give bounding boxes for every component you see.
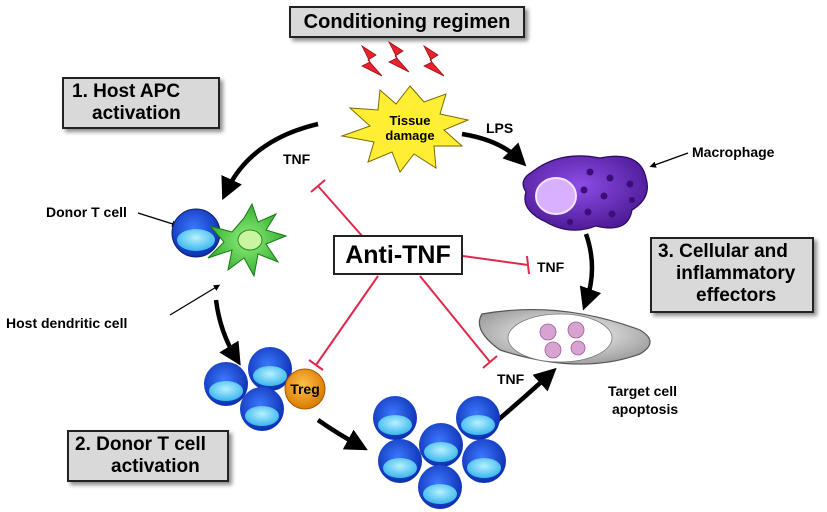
- macrophage-cell: [522, 155, 648, 231]
- tissue-damage-burst: [340, 85, 470, 173]
- host-apc-activation-box: 1. Host APC activation: [62, 77, 220, 129]
- effectors-label-line3: effectors: [696, 285, 777, 306]
- t-cell-cluster-bottom: [373, 396, 506, 509]
- lightning-bolts: [360, 40, 445, 77]
- donor-t-cell-label: Donor T cell: [46, 204, 127, 220]
- host-dendritic-cell: [207, 202, 288, 278]
- arrow-tcells-to-target: [496, 367, 557, 422]
- target-cell: [478, 308, 651, 365]
- anti-tnf-label: Anti-TNF: [345, 241, 451, 269]
- lightning-bolt-icon: [387, 40, 410, 73]
- macrophage-label: Macrophage: [692, 144, 775, 160]
- donor-t-label-line2: activation: [111, 456, 200, 477]
- target-cell-line2: apoptosis: [612, 401, 679, 417]
- anti-tnf-box: Anti-TNF: [333, 235, 463, 275]
- donor-t-cell: [171, 208, 221, 258]
- host-apc-label-line1: 1. Host APC: [72, 81, 181, 102]
- t-cell-cluster-left: [204, 347, 292, 431]
- arrow-treg-to-tcells: [316, 418, 368, 451]
- inhibit-treg: [315, 275, 379, 366]
- target-cell-line1: Target cell: [608, 383, 677, 399]
- cycle-arrows: [213, 121, 602, 451]
- inhibit-tnf-right: [462, 255, 529, 266]
- host-apc-label-line2: activation: [92, 103, 181, 124]
- tnf-bottom-label: TNF: [497, 371, 525, 387]
- effectors-label-line1: 3. Cellular and: [658, 241, 788, 262]
- conditioning-regimen-box: Conditioning regimen: [289, 6, 525, 38]
- lightning-bolt-icon: [422, 44, 445, 77]
- donor-t-cell-activation-box: 2. Donor T cell activation: [67, 430, 229, 482]
- donor-t-label-line1: 2. Donor T cell: [75, 434, 206, 455]
- treg-label: Treg: [290, 381, 320, 397]
- tissue-damage-label: Tissue damage: [380, 113, 440, 143]
- arrow-dc-to-tcells: [213, 299, 241, 366]
- host-dendritic-cell-label: Host dendritic cell: [6, 315, 128, 331]
- inhibit-tnf-bottom: [419, 275, 491, 363]
- tissue-damage-line1: Tissue: [389, 113, 431, 128]
- inhibition-lines: [308, 179, 530, 371]
- lightning-bolt-icon: [360, 44, 383, 77]
- arrow-tissue-to-macrophage: [461, 131, 527, 167]
- tnf-right-label: TNF: [537, 259, 565, 275]
- target-cell-apoptosis-label: Target cell apoptosis: [608, 382, 678, 418]
- treg-cell: [284, 368, 326, 410]
- effectors-label-line2: inflammatory: [676, 263, 796, 284]
- arrow-tissue-to-apc: [221, 121, 319, 201]
- tnf-left-label: TNF: [283, 151, 311, 167]
- tissue-damage-line2: damage: [385, 128, 435, 143]
- inhibit-tnf-left: [317, 185, 364, 238]
- arrow-macrophage-to-target: [579, 233, 602, 311]
- lps-label: LPS: [486, 120, 514, 136]
- pointer-arrows: [137, 152, 689, 316]
- conditioning-regimen-label: Conditioning regimen: [303, 11, 511, 33]
- cellular-effectors-box: 3. Cellular and inflammatory effectors: [650, 237, 814, 313]
